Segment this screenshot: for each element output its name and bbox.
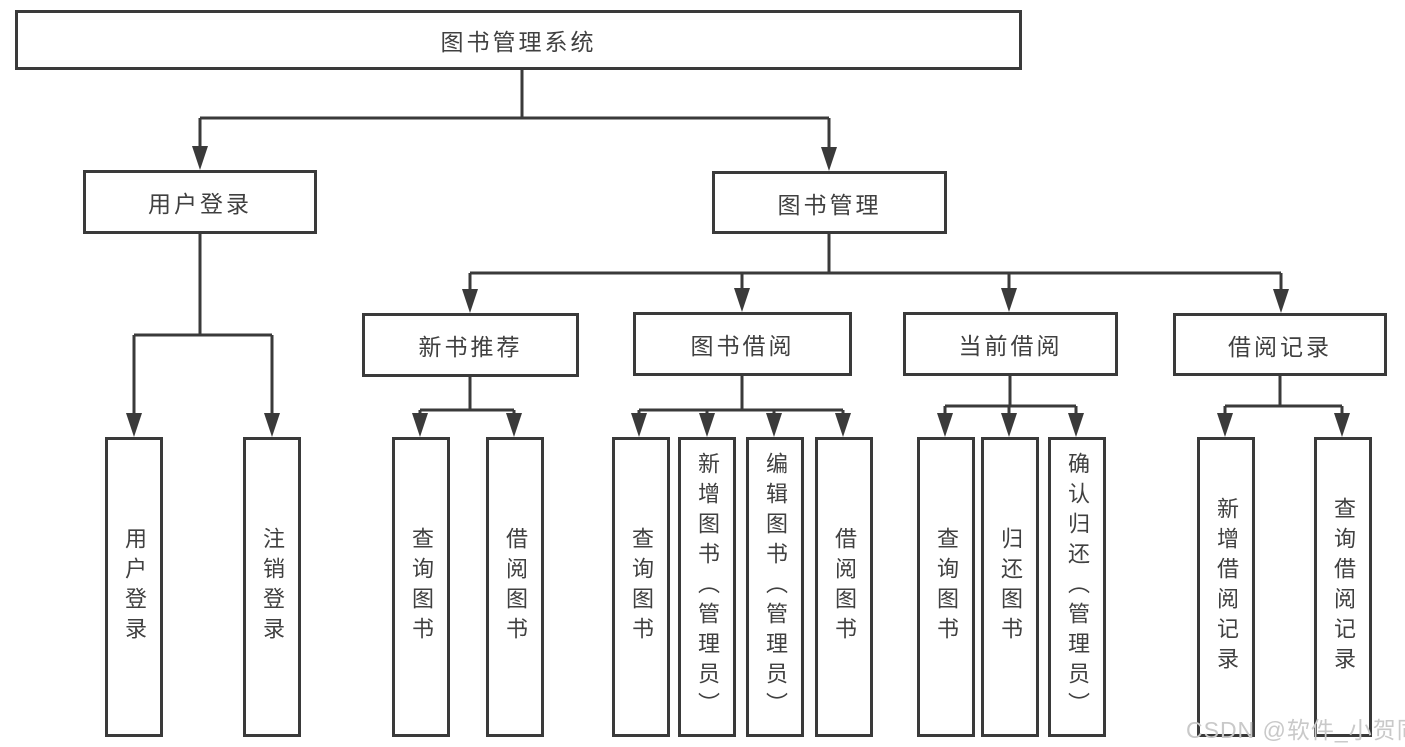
leaf-bb-borrow-books-label: 借阅图书 <box>832 527 857 647</box>
tree-edges <box>132 68 1344 416</box>
leaf-br-query-record-label: 查询借阅记录 <box>1331 497 1356 677</box>
leaf-cb-return-books-label: 归还图书 <box>998 527 1023 647</box>
node-current-borrow: 当前借阅 <box>903 312 1118 376</box>
leaf-nb-query-books-label: 查询图书 <box>409 527 434 647</box>
node-user-login-label: 用户登录 <box>148 191 252 217</box>
leaf-br-add-record: 新增借阅记录 <box>1197 437 1255 737</box>
leaf-cb-confirm-return-admin: 确认归还（管理员） <box>1048 437 1106 737</box>
arrowheads <box>126 146 1350 437</box>
leaf-bb-add-books-admin: 新增图书（管理员） <box>678 437 736 737</box>
leaf-bb-query-books: 查询图书 <box>612 437 670 737</box>
leaf-cb-confirm-return-admin-label: 确认归还（管理员） <box>1065 452 1090 722</box>
leaf-user-login-label: 用户登录 <box>122 527 147 647</box>
leaf-br-add-record-label: 新增借阅记录 <box>1214 497 1239 677</box>
leaf-nb-query-books: 查询图书 <box>392 437 450 737</box>
leaf-bb-edit-books-admin-label: 编辑图书（管理员） <box>763 452 788 722</box>
node-book-management-label: 图书管理 <box>777 191 882 218</box>
leaf-logout-label: 注销登录 <box>260 527 285 647</box>
node-book-management: 图书管理 <box>712 171 947 234</box>
leaf-bb-edit-books-admin: 编辑图书（管理员） <box>746 437 804 737</box>
csdn-watermark: CSDN @软件_小贺同学 <box>1186 717 1405 743</box>
leaf-user-login: 用户登录 <box>105 437 163 737</box>
node-library-management-system-label: 图书管理系统 <box>440 29 597 55</box>
leaf-bb-query-books-label: 查询图书 <box>629 527 654 647</box>
node-book-borrow: 图书借阅 <box>633 312 852 376</box>
leaf-bb-add-books-admin-label: 新增图书（管理员） <box>695 452 720 722</box>
node-current-borrow-label: 当前借阅 <box>958 333 1063 359</box>
leaf-br-query-record: 查询借阅记录 <box>1314 437 1372 737</box>
leaf-bb-borrow-books: 借阅图书 <box>815 437 873 737</box>
node-new-book-recommend-label: 新书推荐 <box>418 334 523 360</box>
node-borrow-records-label: 借阅记录 <box>1228 333 1332 360</box>
leaf-cb-query-books: 查询图书 <box>917 437 975 737</box>
node-book-borrow-label: 图书借阅 <box>690 333 795 359</box>
node-user-login: 用户登录 <box>83 170 317 234</box>
leaf-cb-query-books-label: 查询图书 <box>934 527 959 647</box>
leaf-nb-borrow-books: 借阅图书 <box>486 437 544 737</box>
node-new-book-recommend: 新书推荐 <box>362 313 579 377</box>
leaf-cb-return-books: 归还图书 <box>981 437 1039 737</box>
node-borrow-records: 借阅记录 <box>1173 313 1387 376</box>
leaf-logout: 注销登录 <box>243 437 301 737</box>
leaf-nb-borrow-books-label: 借阅图书 <box>503 527 528 647</box>
node-library-management-system: 图书管理系统 <box>15 10 1022 70</box>
